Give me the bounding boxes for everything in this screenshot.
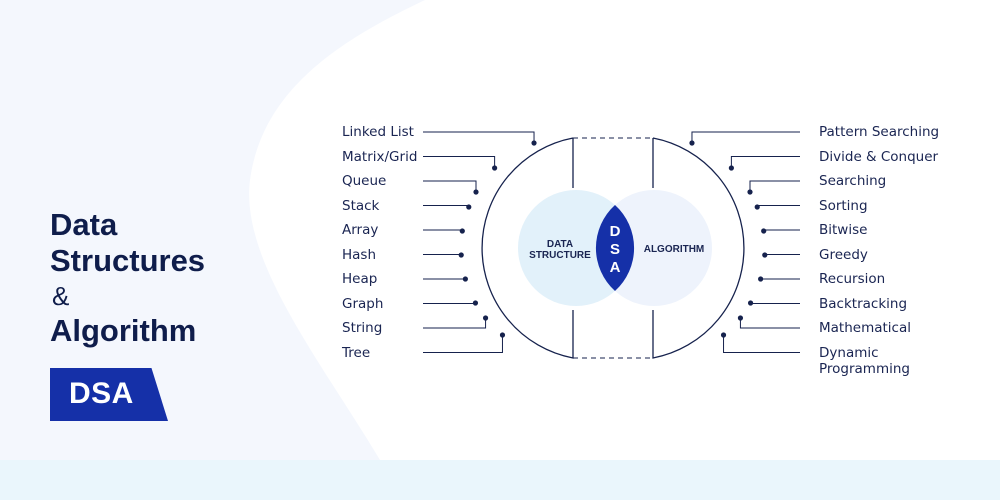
algo-connector-dot — [728, 165, 734, 171]
right-half-circle — [652, 137, 745, 359]
data-structure-item: Linked List — [342, 124, 414, 140]
algorithm-label: ALGORITHM — [644, 244, 705, 255]
data-structure-item: Matrix/Grid — [342, 148, 418, 165]
algorithm-item: Dynamic Programming — [819, 344, 910, 377]
data-structure-item: Graph — [342, 295, 384, 312]
page-title: Data Structures & Algorithm — [50, 207, 250, 349]
ds-connector-dot — [458, 252, 464, 258]
algo-connector-dot — [747, 300, 754, 306]
title-line-structures: Structures — [50, 243, 206, 278]
dsa-letter-a: A — [610, 259, 621, 276]
ds-connector-dot — [499, 332, 506, 338]
algo-connector-dot — [720, 332, 727, 338]
algo-connector-dot — [762, 252, 768, 258]
ds-connector-dot — [459, 228, 465, 234]
algorithm-item: Divide & Conquer — [819, 148, 939, 165]
algo-connector-line — [739, 318, 800, 329]
algo-connector-dot — [747, 189, 753, 195]
ds-connector-line — [423, 156, 496, 168]
data-structure-item: Hash — [342, 246, 377, 263]
algorithm-item: Mathematical — [819, 320, 911, 336]
ds-connector-line — [423, 335, 503, 353]
dsa-letter-d: D — [610, 223, 621, 240]
ds-connector-dot — [462, 276, 468, 282]
algorithm-item: Bitwise — [819, 222, 868, 238]
diagram-group: DATA STRUCTURE ALGORITHM D S A — [481, 137, 745, 359]
ds-connector-line — [423, 180, 477, 192]
algo-connector-line — [749, 180, 800, 192]
algo-connector-line — [691, 131, 800, 143]
algorithm-item: Pattern Searching — [819, 124, 940, 140]
algorithm-item: Recursion — [819, 271, 886, 287]
algo-connector-line — [750, 303, 800, 304]
title-line-data: Data — [50, 207, 118, 242]
algo-connector-dot — [737, 315, 744, 321]
dsa-badge-text: DSA — [69, 377, 134, 410]
ds-connector-line — [423, 254, 462, 255]
ds-connector-dot — [531, 140, 537, 146]
dsa-intersection — [595, 205, 635, 291]
algorithm-item: Searching — [819, 173, 887, 189]
connector-lines — [423, 131, 800, 353]
data-structure-item: Queue — [342, 173, 387, 189]
ds-connector-line — [423, 303, 476, 304]
data-structure-label-line2: STRUCTURE — [529, 250, 591, 261]
ds-connector-dot — [473, 189, 479, 195]
algo-connector-line — [723, 335, 800, 353]
algo-connector-dot — [761, 228, 767, 234]
ds-connector-dot — [492, 165, 498, 171]
algo-connector-dot — [758, 276, 764, 282]
ds-connector-dot — [466, 204, 472, 210]
algo-connector-dot — [689, 140, 695, 146]
data-structure-label-line1: DATA — [547, 239, 573, 250]
algorithm-item: Backtracking — [819, 295, 908, 312]
data-structure-item: Array — [342, 222, 379, 238]
algo-connector-line — [764, 254, 800, 255]
dsa-letter-s: S — [610, 241, 620, 258]
ds-connector-dot — [472, 300, 479, 306]
data-structure-item: Heap — [342, 271, 378, 287]
data-structure-item: Stack — [342, 197, 380, 214]
algorithm-item: Greedy — [819, 246, 868, 263]
dsa-badge: DSA — [50, 368, 168, 421]
bottom-band — [0, 460, 1000, 500]
title-line-algorithm: Algorithm — [50, 313, 197, 348]
ds-connector-line — [423, 318, 487, 329]
data-structure-item: String — [342, 320, 383, 336]
algorithm-item: Sorting — [819, 197, 868, 214]
data-structure-item: Tree — [342, 344, 371, 361]
ds-connector-dot — [482, 315, 489, 321]
title-ampersand: & — [52, 281, 70, 311]
algo-connector-dot — [754, 204, 760, 210]
algo-connector-line — [730, 156, 800, 168]
ds-connector-line — [423, 131, 535, 143]
left-half-circle — [481, 137, 574, 359]
